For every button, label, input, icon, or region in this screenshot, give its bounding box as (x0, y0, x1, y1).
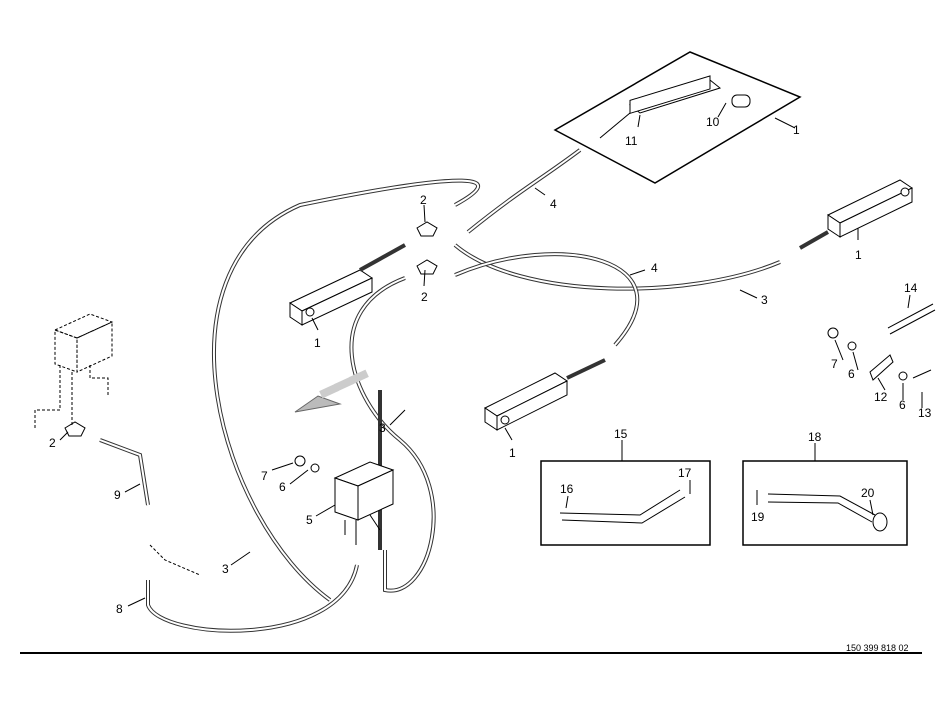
callout-labels: 1 11 10 2 4 4 1 1 2 3 14 7 6 12 6 13 3 1… (49, 115, 932, 616)
callout: 6 (279, 480, 286, 494)
kit-panel-load-cell (553, 51, 802, 184)
callout: 2 (421, 290, 428, 304)
callout: 4 (550, 197, 557, 211)
cables (99, 148, 829, 633)
callout: 6 (899, 398, 906, 412)
callout: 17 (678, 466, 692, 480)
callout: 5 (306, 513, 313, 527)
t-connectors (64, 221, 438, 437)
callout: 19 (751, 510, 765, 524)
callout: 13 (918, 406, 932, 420)
callout: 4 (651, 261, 658, 275)
callout: 3 (379, 421, 386, 435)
callout: 2 (420, 193, 427, 207)
callout: 3 (222, 562, 229, 576)
kit-box-cable-15 (540, 460, 711, 546)
load-cell-right (826, 179, 914, 238)
load-cell-bottom (484, 372, 568, 431)
callout: 1 (509, 446, 516, 460)
callout: 12 (874, 390, 888, 404)
callout: 1 (855, 248, 862, 262)
callout: 14 (904, 281, 918, 295)
callout: 11 (625, 134, 638, 148)
direction-arrow (294, 369, 369, 413)
callout: 1 (793, 123, 800, 137)
callout: 9 (114, 488, 121, 502)
callout: 7 (261, 469, 268, 483)
callout: 16 (560, 482, 574, 496)
callout: 7 (831, 357, 838, 371)
callout: 18 (808, 430, 822, 444)
junction-box (333, 461, 395, 545)
load-cell-kit (599, 75, 751, 139)
callout: 20 (861, 486, 875, 500)
callout: 2 (49, 436, 56, 450)
drawing-number: 150 399 818 02 (846, 643, 909, 653)
callout: 1 (314, 336, 321, 350)
callout: 15 (614, 427, 628, 441)
callout: 8 (116, 602, 123, 616)
callout: 6 (848, 367, 855, 381)
callout: 10 (706, 115, 720, 129)
load-cell-left (288, 269, 374, 326)
leader-lines (59, 102, 923, 607)
callout: 3 (761, 293, 768, 307)
junction-box-dashed (34, 313, 201, 576)
hardware (294, 303, 936, 473)
